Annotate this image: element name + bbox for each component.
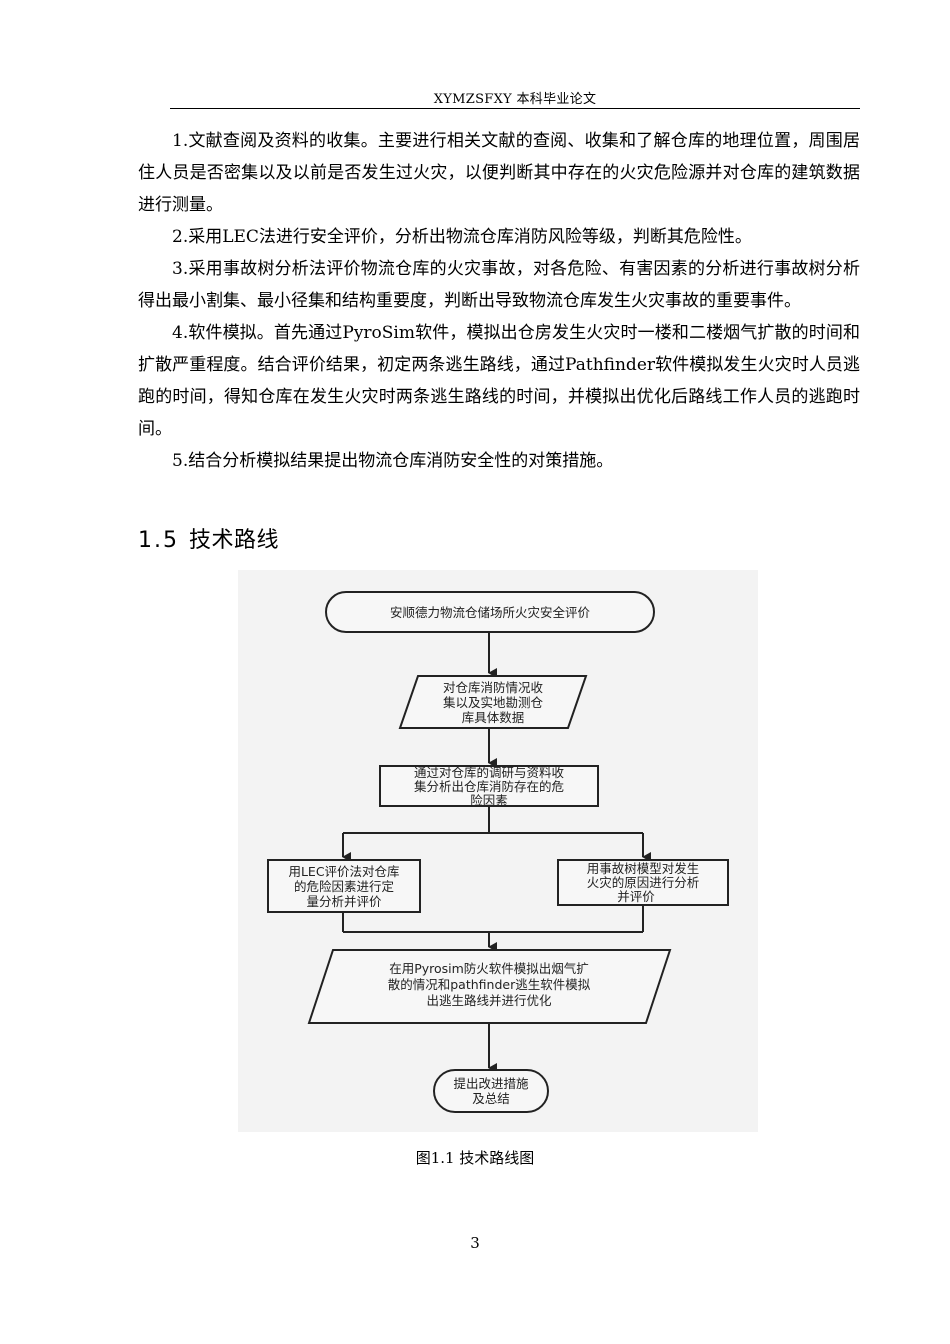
paragraph-5: 5.结合分析模拟结果提出物流仓库消防安全性的对策措施。	[172, 451, 614, 471]
paragraph-1: 1.文献查阅及资料的收集。主要进行相关文献的查阅、收集和了解仓库的地理位置，周围…	[138, 131, 860, 215]
flow-end-line1: 提出改进措施	[453, 1076, 529, 1091]
flowchart-svg: 安顺德力物流仓储场所火灾安全评价 对仓库消防情况收 集以及实地勘测仓 库具体数据…	[267, 591, 729, 1113]
flow-left-line1: 用LEC评价法对仓库	[288, 864, 399, 879]
flow-left-line2: 的危险因素进行定	[294, 879, 394, 894]
flow-step1-line1: 对仓库消防情况收	[443, 680, 544, 695]
flow-start-label: 安顺德力物流仓储场所火灾安全评价	[390, 605, 591, 620]
flow-end-line2: 及总结	[472, 1091, 510, 1106]
paragraph-4: 4.软件模拟。首先通过PyroSim软件，模拟出仓房发生火灾时一楼和二楼烟气扩散…	[138, 323, 860, 439]
section-heading: 1.5 技术路线	[138, 522, 279, 554]
flow-step2-line2: 集分析出仓库消防存在的危	[414, 779, 564, 794]
flow-step1-line2: 集以及实地勘测仓	[443, 695, 544, 710]
flow-left-box	[267, 859, 421, 913]
page-number: 3	[470, 1234, 480, 1252]
figure-caption: 图1.1 技术路线图	[415, 1149, 535, 1167]
flow-step1-line3: 库具体数据	[462, 710, 525, 725]
flow-right-line2: 火灾的原因进行分析	[587, 875, 700, 890]
header-rule	[170, 108, 860, 109]
flow-left-line3: 量分析并评价	[306, 894, 382, 909]
flow-end-terminator	[433, 1069, 549, 1113]
flowchart-figure: 安顺德力物流仓储场所火灾安全评价 对仓库消防情况收 集以及实地勘测仓 库具体数据…	[238, 570, 758, 1132]
paragraph-3: 3.采用事故树分析法评价物流仓库的火灾事故，对各危险、有害因素的分析进行事故树分…	[138, 259, 860, 311]
body-text: 1.文献查阅及资料的收集。主要进行相关文献的查阅、收集和了解仓库的地理位置，周围…	[138, 125, 860, 477]
flow-right-line3: 并评价	[617, 889, 655, 904]
flow-step2-line1: 通过对仓库的调研与资料收	[414, 765, 565, 780]
flow-step4-line3: 出逃生路线并进行优化	[426, 993, 552, 1008]
flow-step4-line1: 在用Pyrosim防火软件模拟出烟气扩	[389, 961, 589, 976]
flow-start-terminator	[325, 591, 655, 633]
flow-step1-parallelogram	[398, 675, 588, 729]
flow-step2-line3: 险因素	[470, 793, 508, 808]
flow-step2-box	[379, 765, 599, 807]
flow-right-box	[557, 859, 729, 906]
running-header: XYMZSFXY 本科毕业论文	[433, 92, 597, 107]
flow-step4-line2: 散的情况和pathfinder逃生软件模拟	[388, 977, 591, 992]
section-number: 1.5	[138, 528, 179, 553]
paragraph-2: 2.采用LEC法进行安全评价，分析出物流仓库消防风险等级，判断其危险性。	[172, 227, 752, 247]
flow-step4-parallelogram	[307, 949, 672, 1024]
section-title-text: 技术路线	[189, 528, 280, 553]
flow-right-line1: 用事故树模型对发生	[587, 861, 700, 876]
